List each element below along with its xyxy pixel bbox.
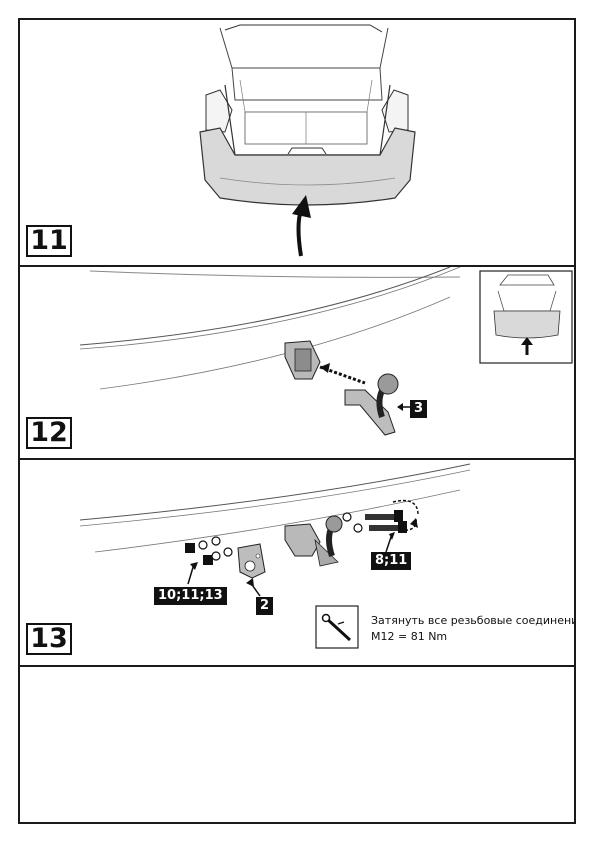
tow-bar-bracket	[284, 340, 366, 385]
step-number-11: 11	[26, 225, 72, 257]
tow-bar-assembly	[284, 515, 343, 567]
mounting-plate	[237, 543, 266, 597]
up-arrow-icon	[292, 195, 311, 257]
divider-13-empty	[18, 665, 576, 667]
part-label-2: 2	[256, 597, 274, 615]
part-label-8-11: 8;11	[371, 552, 412, 570]
divider-12-13	[18, 458, 576, 460]
torque-note-line-1: Затянуть все резьбовые соединения	[371, 614, 574, 627]
car-inset-illustration	[479, 270, 573, 364]
nuts-and-washers	[185, 536, 233, 585]
step-number-13: 13	[26, 623, 72, 655]
torque-note: Затянуть все резьбовые соединения M12 = …	[371, 613, 574, 645]
step-13-panel: 8;11 10;11;13 2 Затянуть все резьбовые с…	[20, 460, 574, 665]
bumper-profile-illustration	[79, 463, 471, 553]
divider-11-12	[18, 265, 576, 267]
empty-panel	[20, 667, 574, 822]
step-12-panel: 3 12	[20, 267, 574, 458]
tow-ball-icon	[344, 373, 410, 436]
part-label-3: 3	[410, 400, 428, 418]
car-rear-illustration	[199, 24, 416, 206]
bolts-and-washers	[342, 510, 407, 533]
torque-note-line-2: M12 = 81 Nm	[371, 630, 448, 643]
part-label-10-11-13: 10;11;13	[154, 587, 227, 605]
rotation-arrow-icon	[385, 499, 419, 553]
step-11-panel: 11	[20, 20, 574, 265]
torque-wrench-icon	[315, 605, 359, 649]
step-number-12: 12	[26, 417, 72, 449]
document-frame	[18, 18, 576, 824]
